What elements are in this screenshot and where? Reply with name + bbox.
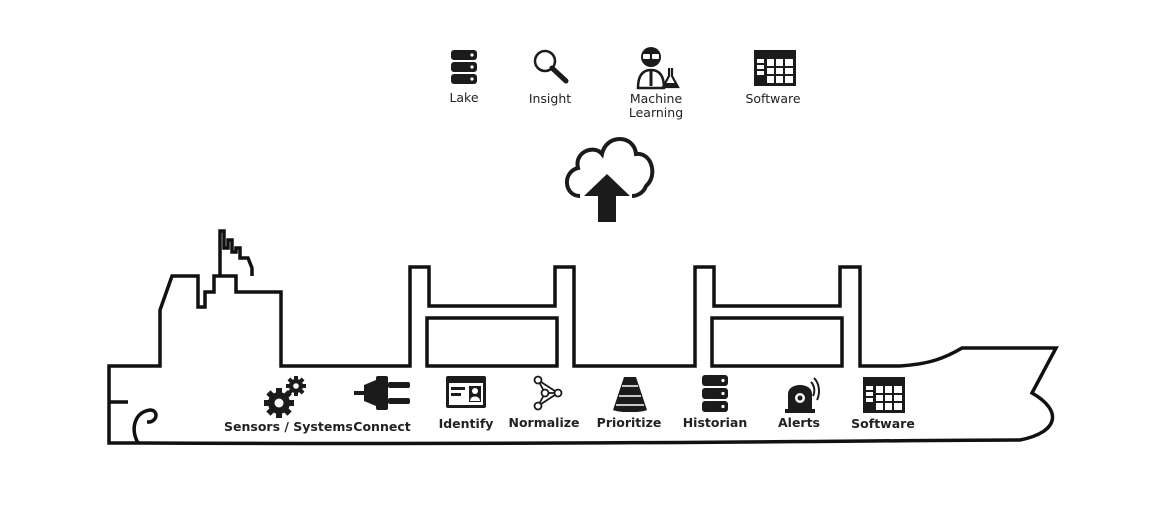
step-label: Prioritize — [596, 415, 662, 430]
share-nodes-icon — [533, 375, 563, 411]
alarm-bell-icon — [785, 377, 820, 413]
step-label: Alerts — [777, 415, 821, 430]
cloud-service-software — [753, 49, 797, 87]
database-icon — [702, 375, 728, 412]
database-icon — [451, 50, 477, 84]
step-label: Identify — [438, 416, 494, 431]
step-connect — [354, 376, 412, 410]
cloud-service-machine-learning — [636, 46, 680, 90]
step-label: Historian — [682, 415, 748, 430]
step-label: Sensors / Systems — [224, 419, 353, 434]
cloud-upload-icon — [565, 137, 655, 222]
step-label: Normalize — [508, 415, 580, 430]
gears-icon — [264, 376, 306, 418]
cloud-upload — [560, 130, 656, 226]
step-alerts — [784, 374, 822, 414]
magnifier-icon — [533, 49, 569, 84]
step-historian — [701, 374, 729, 412]
step-label: Connect — [353, 419, 411, 434]
scientist-icon — [636, 47, 680, 90]
software-grid-icon — [863, 377, 905, 413]
step-prioritize — [612, 376, 648, 412]
cloud-service-lake — [450, 49, 478, 85]
cloud-service-label: Insight — [528, 91, 572, 106]
cloud-service-label: Software — [745, 91, 801, 106]
step-sensors-systems — [262, 376, 308, 420]
step-software — [862, 376, 906, 414]
step-identify — [445, 375, 487, 409]
plug-icon — [354, 376, 410, 410]
funnel-icon — [613, 377, 647, 412]
cloud-service-insight — [532, 48, 570, 84]
step-normalize — [532, 375, 564, 411]
step-label: Software — [851, 416, 915, 431]
id-card-icon — [446, 376, 486, 408]
cloud-service-label: Machine Learning — [628, 91, 684, 120]
software-grid-icon — [754, 50, 796, 86]
cloud-service-label: Lake — [449, 90, 479, 105]
